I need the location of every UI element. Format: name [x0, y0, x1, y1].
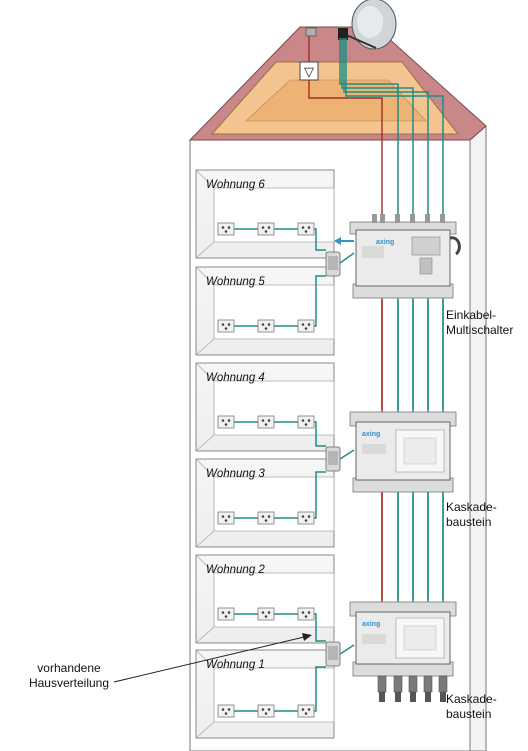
wall-socket: [217, 319, 235, 333]
apartment-label-3: Wohnung 3: [206, 468, 265, 480]
wall-socket: [257, 415, 275, 429]
multiswitch-label-line2: Multischalter: [446, 323, 514, 337]
multiswitch-label-line1: Einkabel-: [446, 308, 497, 322]
cascade-label-upper: Kaskade- baustein: [446, 500, 497, 530]
splitters: [325, 251, 341, 667]
wall-socket: [217, 511, 235, 525]
cascade-upper-brand: axing: [362, 431, 380, 438]
attic-floor-inner: [245, 79, 427, 122]
multiswitch-device: axing: [349, 214, 461, 299]
amplifier-symbol: ▽: [304, 65, 314, 80]
cascade-label-upper-line1: Kaskade-: [446, 500, 497, 514]
wall-socket: [297, 704, 315, 718]
wall-socket: [257, 704, 275, 718]
existing-distribution-line1: vorhandene: [37, 661, 101, 675]
existing-distribution-pointer: [113, 633, 312, 683]
existing-distribution-line2: Hausverteilung: [28, 676, 110, 690]
wall-socket: [217, 415, 235, 429]
terrestrial-antenna: [305, 27, 317, 37]
wall-socket: [217, 222, 235, 236]
cascade-device-upper: axing: [349, 411, 457, 493]
dish-lnb: [338, 28, 348, 40]
satellite-dish: [305, 0, 397, 50]
cascade-label-lower: Kaskade- baustein: [446, 692, 497, 722]
multiswitch-output-arrow: [334, 237, 354, 245]
apartment-label-6: Wohnung 6: [206, 179, 265, 191]
wall-socket: [257, 222, 275, 236]
building-side-wall: [469, 124, 487, 751]
apartment-label-4: Wohnung 4: [206, 372, 265, 384]
multiswitch-brand: axing: [376, 239, 394, 246]
cascade-label-upper-line2: baustein: [446, 515, 492, 529]
wall-socket: [297, 222, 315, 236]
wall-socket: [257, 319, 275, 333]
multiswitch-label: Einkabel- Multischalter: [446, 308, 513, 338]
wall-socket: [297, 415, 315, 429]
apartment-label-2: Wohnung 2: [206, 564, 265, 576]
wall-socket: [217, 704, 235, 718]
wall-sockets: [217, 222, 315, 718]
cascade-label-lower-line2: baustein: [446, 707, 492, 721]
cascade-lower-brand: axing: [362, 621, 380, 628]
apartments: [195, 169, 335, 739]
wall-socket: [217, 607, 235, 621]
wall-socket: [257, 607, 275, 621]
existing-distribution-label: vorhandene Hausverteilung: [14, 661, 124, 691]
wall-socket: [297, 511, 315, 525]
wall-socket: [257, 511, 275, 525]
cascade-label-lower-line1: Kaskade-: [446, 692, 497, 706]
splitter-upper: [325, 251, 341, 277]
cascade-cables: [381, 300, 444, 600]
cascade-device-lower: axing: [349, 601, 457, 702]
splitter-lower: [325, 641, 341, 667]
wall-socket: [297, 607, 315, 621]
roof: [188, 26, 487, 141]
apartment-label-5: Wohnung 5: [206, 276, 265, 288]
wall-socket: [297, 319, 315, 333]
splitter-middle: [325, 446, 341, 472]
splitter-links: [339, 252, 355, 655]
apartment-label-1: Wohnung 1: [206, 659, 265, 671]
